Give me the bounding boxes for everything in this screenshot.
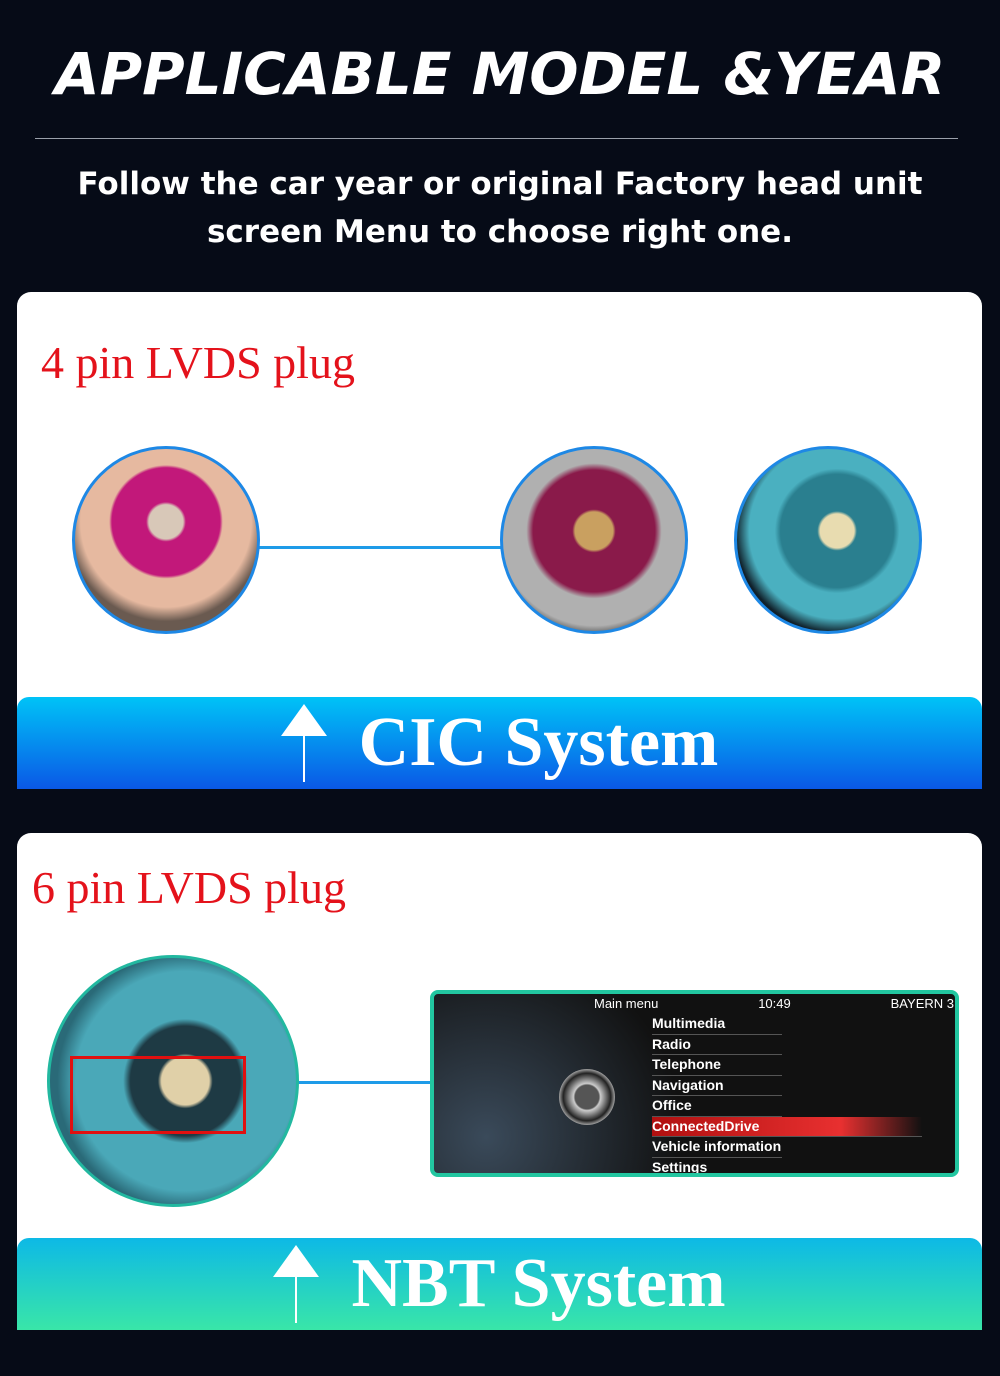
subtitle-line-1: Follow the car year or original Factory … — [77, 166, 923, 202]
arrow-up-icon — [280, 704, 327, 782]
nbt-system-banner: NBT System — [17, 1238, 982, 1330]
divider — [35, 138, 958, 139]
nbt-plug-label: 6 pin LVDS plug — [32, 862, 346, 913]
blue-4pin-socket-image — [734, 446, 922, 634]
cic-card: 4 pin LVDS plug CIC System — [17, 292, 982, 789]
subtitle-line-2: screen Menu to choose right one. — [206, 214, 793, 250]
controller-globe-icon — [559, 1069, 615, 1125]
subtitle: Follow the car year or original Factory … — [0, 160, 1000, 256]
screen-status-bar: Main menu 10:49 BAYERN 3 — [594, 996, 954, 1011]
highlight-box — [70, 1056, 246, 1134]
screen-time: 10:49 — [758, 996, 791, 1011]
pink-4pin-socket-image — [500, 446, 688, 634]
arrow-up-icon — [273, 1245, 320, 1323]
menu-item: Office — [652, 1096, 782, 1117]
screen-menu: Multimedia Radio Telephone Navigation Of… — [652, 1014, 922, 1174]
connector-line — [257, 546, 502, 549]
nbt-screen-image: Main menu 10:49 BAYERN 3 Multimedia Radi… — [430, 990, 959, 1177]
screen-title: Main menu — [594, 996, 659, 1011]
menu-item: Settings — [652, 1158, 782, 1174]
menu-item: Vehicle information — [652, 1137, 782, 1158]
menu-item: Telephone — [652, 1055, 782, 1076]
connector-line — [297, 1081, 432, 1084]
menu-item: Multimedia — [652, 1014, 782, 1035]
pink-4pin-plug-image — [72, 446, 260, 634]
menu-item-selected: ConnectedDrive — [652, 1116, 922, 1137]
cic-system-label: CIC System — [358, 704, 719, 781]
cic-plug-label: 4 pin LVDS plug — [41, 337, 355, 388]
screen-station: BAYERN 3 — [890, 996, 954, 1011]
nbt-system-label: NBT System — [351, 1245, 726, 1322]
cic-system-banner: CIC System — [17, 697, 982, 789]
blue-6pin-socket-image — [47, 955, 299, 1207]
page-title: APPLICABLE MODEL &YEAR — [54, 40, 946, 108]
menu-item: Navigation — [652, 1076, 782, 1096]
menu-item: Radio — [652, 1035, 782, 1055]
nbt-card: 6 pin LVDS plug Main menu 10:49 BAYERN 3… — [17, 833, 982, 1330]
